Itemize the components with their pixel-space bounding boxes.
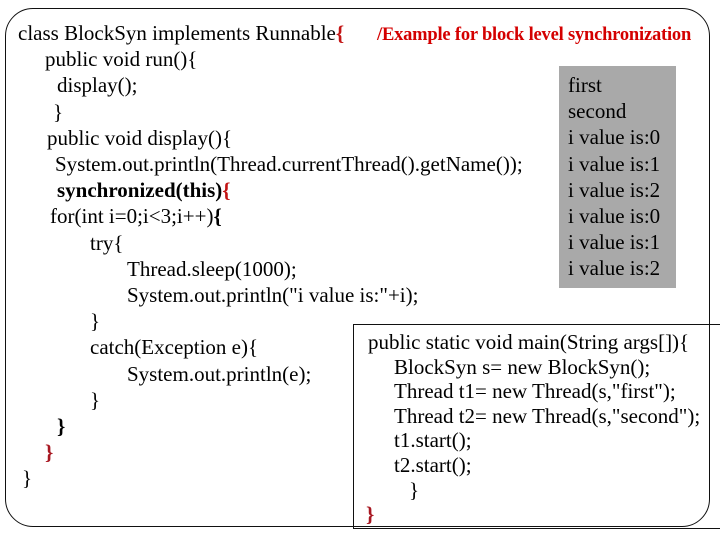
code-segment: for(int i=0;i<3;i++) [50, 204, 214, 229]
code-segment: System.out.println(Thread.currentThread(… [55, 152, 523, 177]
code-segment: } [53, 99, 64, 124]
code-segment: } [90, 387, 101, 412]
main-code-line: } [354, 478, 720, 503]
output-line: i value is:2 [568, 177, 661, 202]
output-line: i value is:0 [568, 204, 661, 229]
code-line: } [18, 308, 523, 334]
main-code-line: t2.start(); [354, 453, 720, 478]
code-segment: } [409, 477, 420, 502]
code-segment: t2.start(); [394, 452, 472, 477]
slide-frame [5, 8, 710, 527]
main-code-line: t1.start(); [354, 428, 720, 453]
output-line: i value is:1 [568, 151, 661, 176]
main-code-line: Thread t1= new Thread(s,"first"); [354, 379, 720, 404]
code-segment: try{ [90, 230, 124, 255]
code-line: class BlockSyn implements Runnable{ [18, 20, 523, 46]
code-line: display(); [18, 72, 523, 98]
code-segment: t1.start(); [394, 428, 472, 453]
code-segment: { [213, 204, 222, 229]
code-line: } [18, 99, 523, 125]
code-segment: public static void main(String args[]){ [368, 330, 690, 354]
code-line: System.out.println(Thread.currentThread(… [18, 151, 523, 177]
code-segment: display(); [57, 73, 138, 98]
output-line: second [568, 99, 627, 124]
main-code-line: Thread t2= new Thread(s,"second"); [354, 404, 720, 429]
slide-title: /Example for block level synchronization [377, 25, 692, 45]
code-segment: synchronized(this) [57, 178, 223, 203]
code-segment: catch(Exception e){ [90, 335, 259, 360]
code-segment: class BlockSyn implements Runnable [18, 21, 336, 45]
code-line: System.out.println(e); [18, 361, 523, 387]
code-segment: public void run(){ [45, 47, 198, 72]
code-line: System.out.println("i value is:"+i); [18, 282, 523, 308]
code-segment: } [366, 502, 375, 527]
main-method-code: public static void main(String args[]){B… [354, 325, 720, 527]
code-segment: System.out.println(e); [127, 361, 312, 386]
code-segment: } [45, 440, 54, 465]
code-listing-left: class BlockSyn implements Runnable{publi… [18, 20, 523, 492]
code-segment: { [222, 178, 231, 203]
code-segment: Thread t2= new Thread(s,"second"); [394, 403, 701, 428]
code-line: } [18, 439, 523, 465]
code-line: public void display(){ [18, 125, 523, 151]
code-line: } [18, 387, 523, 413]
code-line: catch(Exception e){ [18, 334, 523, 360]
output-line: i value is:2 [568, 256, 661, 281]
code-line: synchronized(this){ [18, 177, 523, 203]
code-line: Thread.sleep(1000); [18, 256, 523, 282]
output-line: first [568, 73, 602, 97]
code-line: try{ [18, 230, 523, 256]
code-segment: BlockSyn s= new BlockSyn(); [394, 354, 651, 379]
code-segment: { [335, 21, 345, 45]
code-line: public void run(){ [18, 46, 523, 72]
output-line: i value is:0 [568, 125, 661, 150]
code-segment: } [90, 309, 101, 334]
main-code-line: BlockSyn s= new BlockSyn(); [354, 355, 720, 380]
code-segment: System.out.println("i value is:"+i); [127, 283, 419, 308]
code-segment: } [22, 466, 33, 491]
code-segment: Thread.sleep(1000); [127, 256, 297, 281]
main-code-line: public static void main(String args[]){ [354, 330, 720, 355]
output-line: i value is:1 [568, 230, 661, 255]
code-segment: public void display(){ [47, 125, 233, 150]
code-segment: } [57, 414, 66, 439]
code-segment: Thread t1= new Thread(s,"first"); [394, 379, 676, 404]
code-line: } [18, 413, 523, 439]
main-code-line: } [354, 502, 720, 527]
code-line: for(int i=0;i<3;i++){ [18, 203, 523, 229]
code-line: } [18, 465, 523, 491]
main-method-box: public static void main(String args[]){B… [353, 324, 720, 529]
